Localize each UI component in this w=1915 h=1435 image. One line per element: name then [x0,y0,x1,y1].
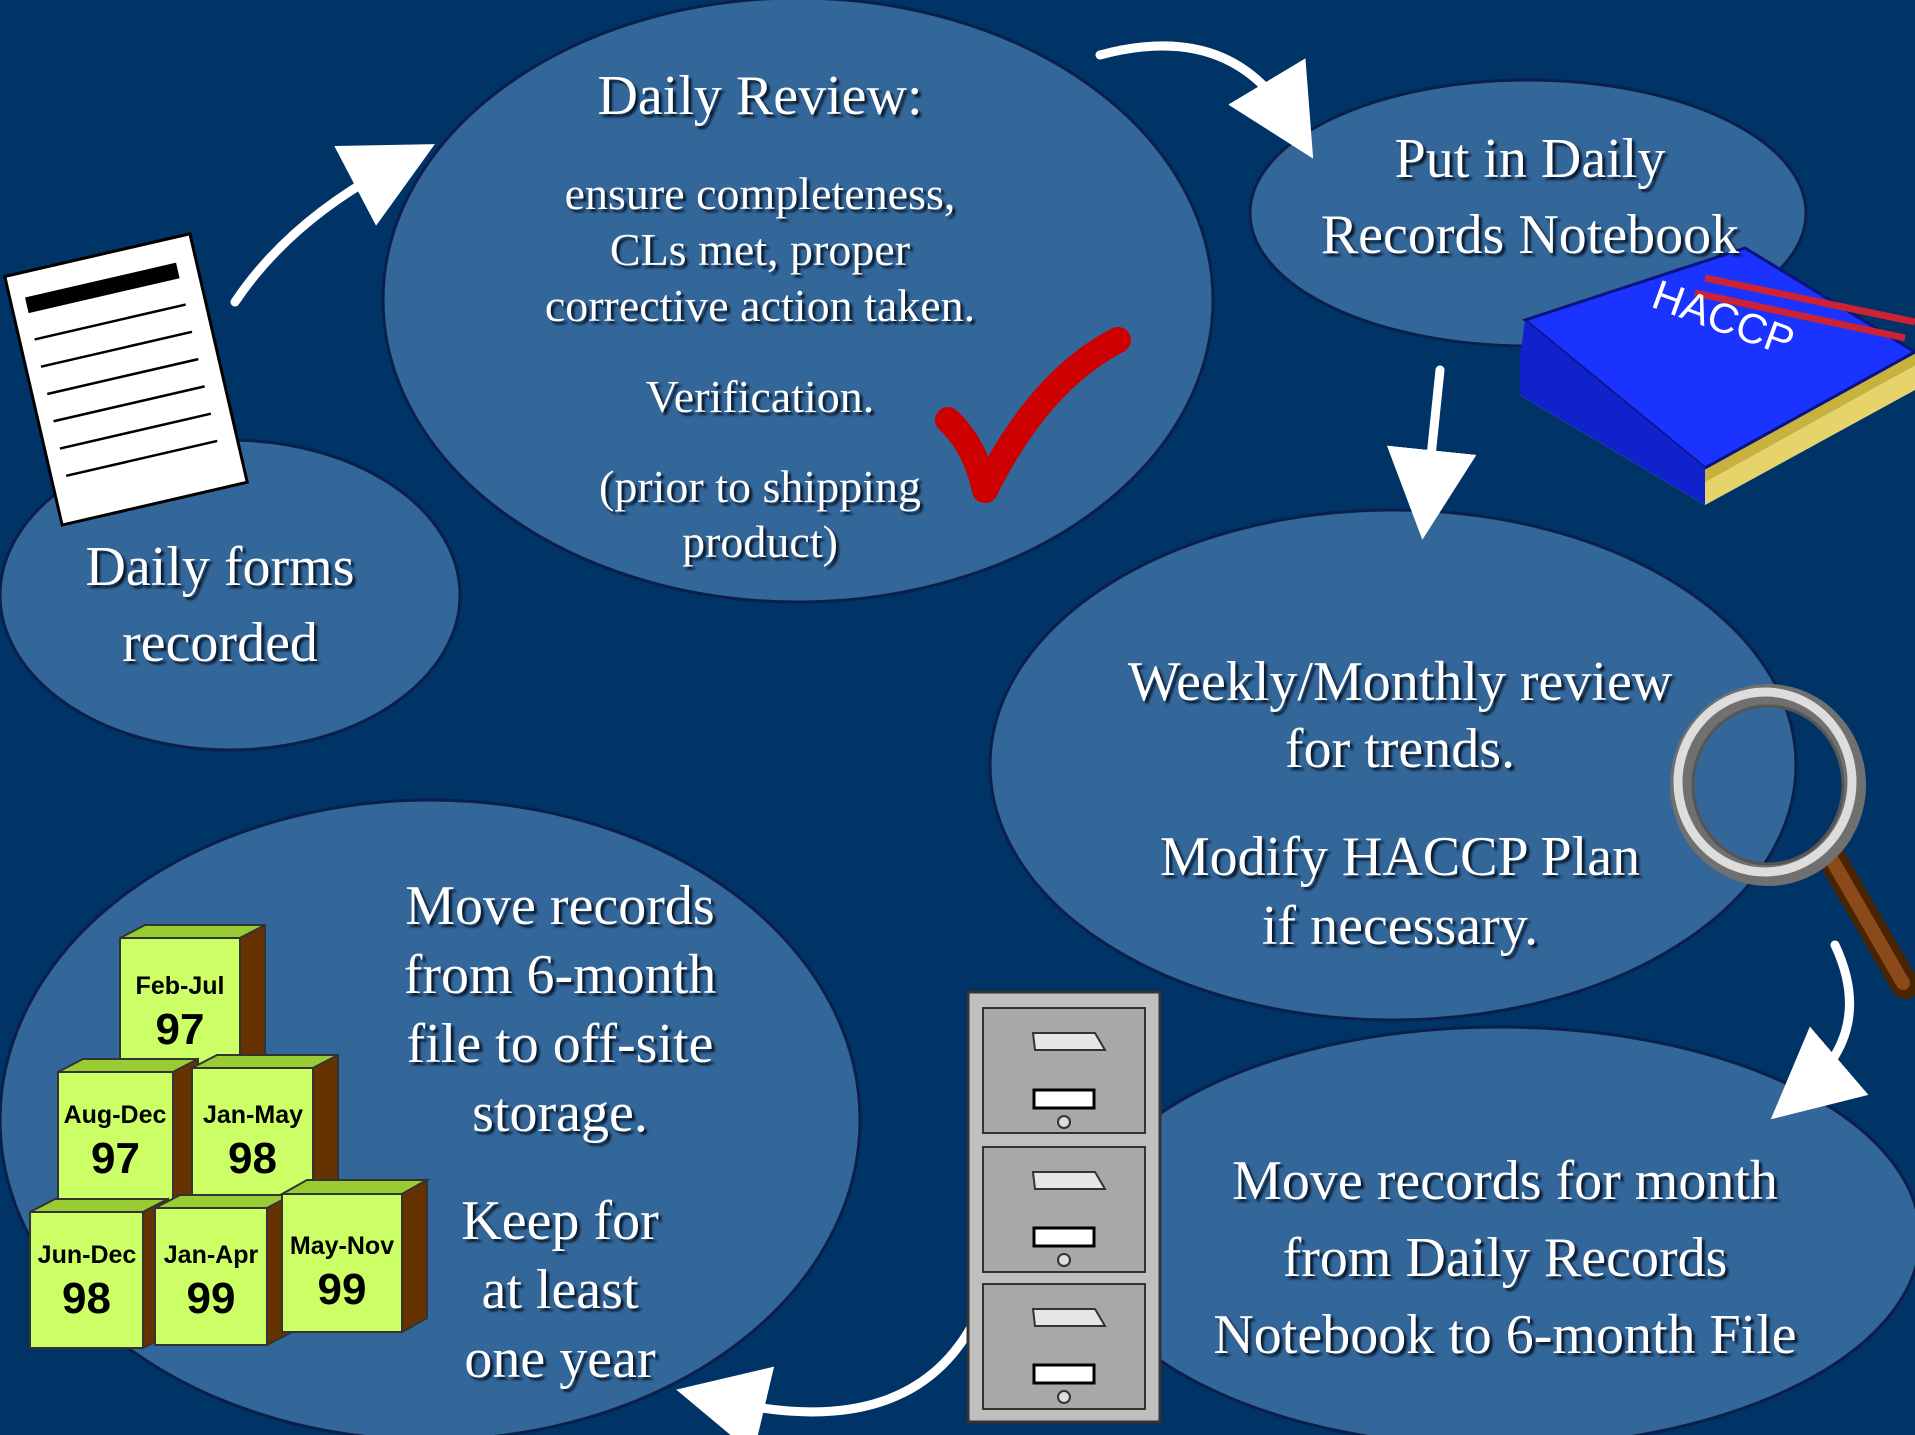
weekly-review-label: for trends. [1284,718,1516,780]
box-period-label: Feb-Jul [135,972,225,1000]
daily-forms-label: Daily forms [85,536,355,598]
box-period-label: Aug-Dec [63,1101,167,1129]
storage-boxes [29,923,431,1350]
put-daily-label: Records Notebook [1320,204,1740,266]
storage-box [57,1057,199,1208]
box-period-label: Jan-May [202,1101,304,1129]
daily-form-document-icon [2,231,250,527]
daily-forms-label: recorded [122,612,318,674]
box-year-label: 97 [155,1005,205,1054]
arrow-file-to-offsite [676,1315,980,1435]
prior-to-shipping-text: product) [682,516,838,567]
box-year-label: 99 [186,1274,236,1323]
modify-plan-label: if necessary. [1261,895,1539,957]
put-daily-label: Put in Daily [1394,128,1666,190]
box-year-label: 97 [91,1134,140,1183]
offsite-label: file to off-site [406,1013,714,1075]
offsite-label: Move records [405,875,715,937]
box-period-label: Jun-Dec [37,1241,137,1269]
daily-review-line: ensure completeness, [564,168,956,219]
box-period-label: Jan-Apr [163,1241,259,1269]
verification-text: Verification. [645,371,875,422]
daily-review-title: Daily Review: [597,65,923,127]
checkmark-stroke-icon [935,327,1131,503]
offsite-label: storage. [472,1082,648,1144]
keep-label: Keep for [461,1190,659,1252]
prior-to-shipping-text: (prior to shipping [599,461,921,512]
storage-box [278,1178,431,1334]
filing-cabinet-icon [966,990,1162,1424]
storage-box [119,923,266,1070]
storage-box [29,1197,169,1350]
box-period-label: May-Nov [289,1232,395,1260]
arrow-notebook-to-weekly [1386,365,1477,540]
box-year-label: 98 [62,1274,111,1323]
modify-plan-label: Modify HACCP Plan [1159,826,1641,888]
offsite-label: from 6-month [403,944,717,1006]
haccp-notebook-icon: HACCP [1520,246,1915,505]
magnifying-glass-icon [1670,684,1915,999]
keep-label: at least [481,1259,639,1321]
arrow-weekly-to-file [1770,940,1869,1120]
move-month-label: from Daily Records [1282,1227,1728,1289]
move-month-label: Move records for month [1232,1150,1778,1212]
weekly-review-label: Weekly/Monthly review [1127,651,1673,713]
move-month-label: Notebook to 6-month File [1213,1304,1797,1366]
daily-review-line: corrective action taken. [544,280,976,331]
box-year-label: 98 [228,1134,277,1183]
daily-review-line: CLs met, proper [609,224,911,275]
storage-box [191,1053,339,1205]
box-year-label: 99 [317,1265,367,1314]
arrow-review-to-notebook [1095,41,1314,159]
arrow-forms-to-review [230,144,435,307]
keep-label: one year [464,1328,656,1390]
